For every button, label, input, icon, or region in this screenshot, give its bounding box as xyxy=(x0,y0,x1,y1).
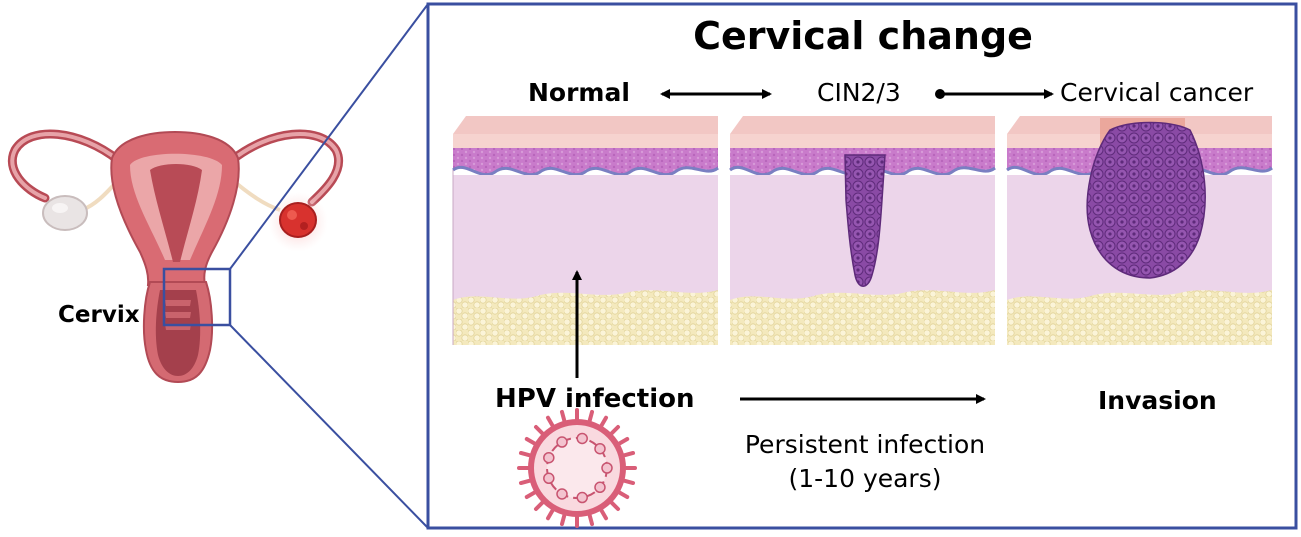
virus-capsomere xyxy=(556,488,568,500)
virus-spike xyxy=(518,478,533,486)
ovary-left xyxy=(42,195,88,231)
zoom-line-bottom xyxy=(229,324,429,529)
virus-spike xyxy=(546,507,555,521)
virus-capsomere xyxy=(601,462,613,474)
virus-spike xyxy=(518,450,533,458)
stage-label-cin: CIN2/3 xyxy=(817,78,901,107)
virus-spike xyxy=(524,490,538,499)
virus-capsomere xyxy=(556,436,568,448)
stage-label-normal: Normal xyxy=(528,78,630,107)
virus-spike xyxy=(608,424,621,437)
tissue-block-cancer xyxy=(1006,116,1273,345)
virus-spike xyxy=(621,450,636,458)
virus-spike xyxy=(524,437,538,446)
virus-capsomere xyxy=(543,472,555,485)
persistent-infection-line1: Persistent infection xyxy=(744,430,986,459)
virus-spike xyxy=(621,478,636,486)
virus-capsomere xyxy=(576,491,588,504)
virus-spike xyxy=(559,512,567,527)
hpv-infection-label: HPV infection xyxy=(495,384,695,414)
virus-spike xyxy=(616,490,630,499)
diagram-title: Cervical change xyxy=(693,14,1033,58)
cancer-tumor xyxy=(1086,121,1206,279)
ovary-right-tumor xyxy=(279,202,317,238)
virus-capsomere xyxy=(543,451,555,464)
uterus-illustration xyxy=(7,129,343,384)
cervix-zoom-box xyxy=(162,267,232,327)
virus-spike xyxy=(608,499,621,512)
virus-spike xyxy=(599,415,608,429)
virus-capsomere xyxy=(576,432,588,445)
invasion-label: Invasion xyxy=(1098,386,1217,415)
persistent-infection-duration: (1-10 years) xyxy=(788,464,942,493)
virus-spike xyxy=(559,409,567,424)
virus-capsomere xyxy=(594,442,606,455)
persistent-infection-label: Persistent infection (1-10 years) xyxy=(700,428,1030,496)
tissue-block-cin xyxy=(729,116,996,345)
tissue-block-normal xyxy=(452,116,719,345)
virus-spike xyxy=(533,424,546,437)
cin-lesion xyxy=(844,154,886,287)
virus-spike xyxy=(616,437,630,446)
cervix-label: Cervix xyxy=(58,302,140,328)
virus-spike xyxy=(546,415,555,429)
diagram-panel xyxy=(426,2,1298,530)
virus-spike xyxy=(587,409,595,424)
virus-spike xyxy=(587,512,595,527)
stage-label-cancer: Cervical cancer xyxy=(1060,78,1254,107)
hpv-virus-icon xyxy=(517,408,637,528)
virus-capsomere xyxy=(594,481,606,494)
zoom-line-top xyxy=(229,3,429,270)
virus-spike xyxy=(533,499,546,512)
virus-spike xyxy=(599,507,608,521)
